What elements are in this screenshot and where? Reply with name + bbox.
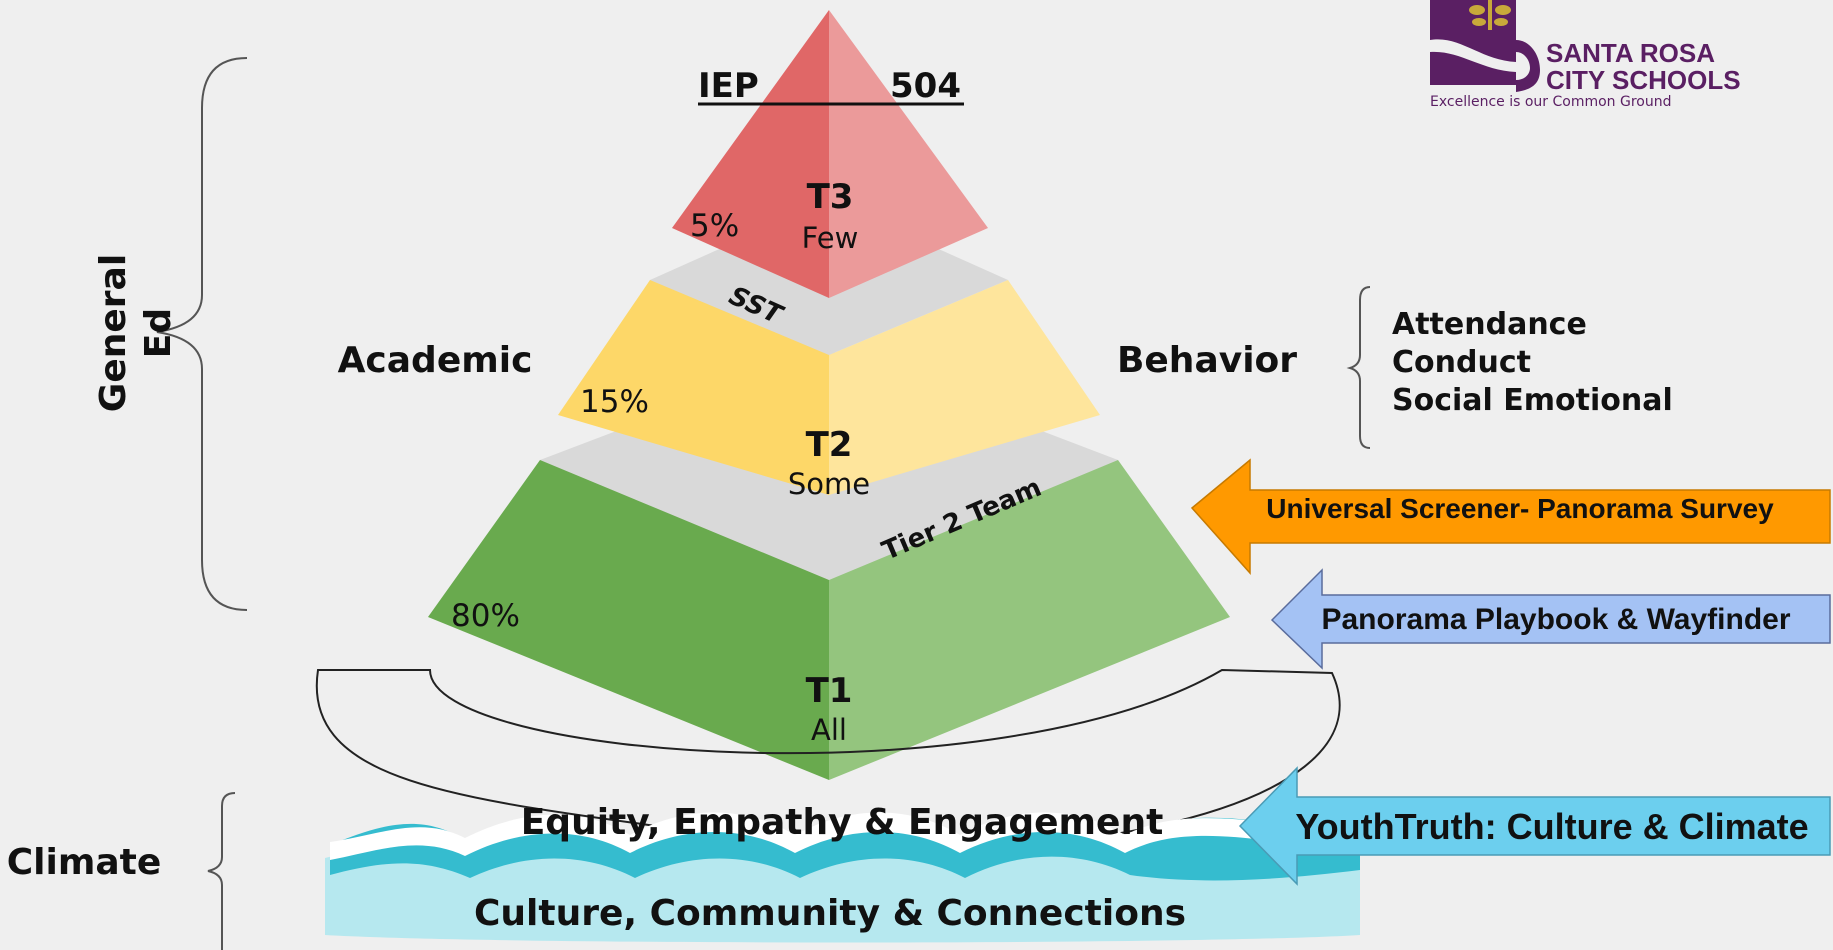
- tier2-left-face: [558, 280, 829, 495]
- universal-screener-arrow: [1190, 458, 1831, 575]
- general-ed-brace: [156, 57, 248, 611]
- tier1-title: T1: [806, 671, 853, 711]
- tier1-right-face: [829, 460, 1230, 780]
- tier1-percent: 80%: [451, 598, 520, 634]
- youthtruth-text: YouthTruth: Culture & Climate: [1295, 806, 1808, 847]
- tier1-subtitle: All: [811, 713, 847, 747]
- general-ed-label-line2: Ed: [138, 308, 179, 358]
- climate-upper-text: Equity, Empathy & Engagement: [521, 802, 1164, 843]
- tier3-percent: 5%: [690, 208, 739, 244]
- panorama-playbook-arrow: [1270, 568, 1831, 670]
- behavior-item-conduct: Conduct: [1392, 345, 1531, 380]
- tier2-right-face: [829, 280, 1100, 495]
- panorama-playbook-text: Panorama Playbook & Wayfinder: [1321, 603, 1790, 636]
- behavior-item-attendance: Attendance: [1392, 307, 1587, 342]
- logo-emblem-swoosh: [1430, 39, 1516, 72]
- tier1-left-face: [428, 460, 829, 780]
- tier3-right-face: [829, 10, 988, 298]
- universal-screener-text: Universal Screener- Panorama Survey: [1266, 493, 1774, 524]
- academic-label: Academic: [338, 340, 533, 381]
- logo-line2: CITY SCHOOLS: [1546, 65, 1741, 95]
- tier3-left-face: [672, 10, 829, 298]
- general-ed-label-line1: General: [93, 254, 134, 412]
- wave-white-crest: [330, 812, 1360, 860]
- logo-line1: SANTA ROSA: [1546, 38, 1715, 68]
- section-504-label: 504: [890, 66, 961, 106]
- climate-lower-text: Culture, Community & Connections: [474, 893, 1186, 934]
- iep-label: IEP: [698, 66, 759, 106]
- climate-brace: [207, 792, 236, 950]
- climate-label: Climate: [7, 842, 162, 883]
- behavior-item-social-emotional: Social Emotional: [1392, 383, 1673, 418]
- tier3-subtitle: Few: [802, 221, 859, 255]
- logo-tree-icon: [1469, 0, 1511, 30]
- logo-tagline: Excellence is our Common Ground: [1430, 94, 1672, 110]
- behavior-brace: [1346, 286, 1371, 449]
- tier2-subtitle: Some: [788, 467, 870, 501]
- logo-emblem-curve: [1516, 40, 1540, 92]
- santa-rosa-logo: SANTA ROSA CITY SCHOOLS Excellence is ou…: [1430, 0, 1741, 110]
- tier2-title: T2: [806, 425, 853, 465]
- youthtruth-arrow: [1238, 766, 1831, 886]
- tier3-title: T3: [807, 177, 854, 217]
- tier2-percent: 15%: [580, 384, 649, 420]
- climate-bowl: [315, 668, 1341, 851]
- behavior-label: Behavior: [1117, 340, 1297, 381]
